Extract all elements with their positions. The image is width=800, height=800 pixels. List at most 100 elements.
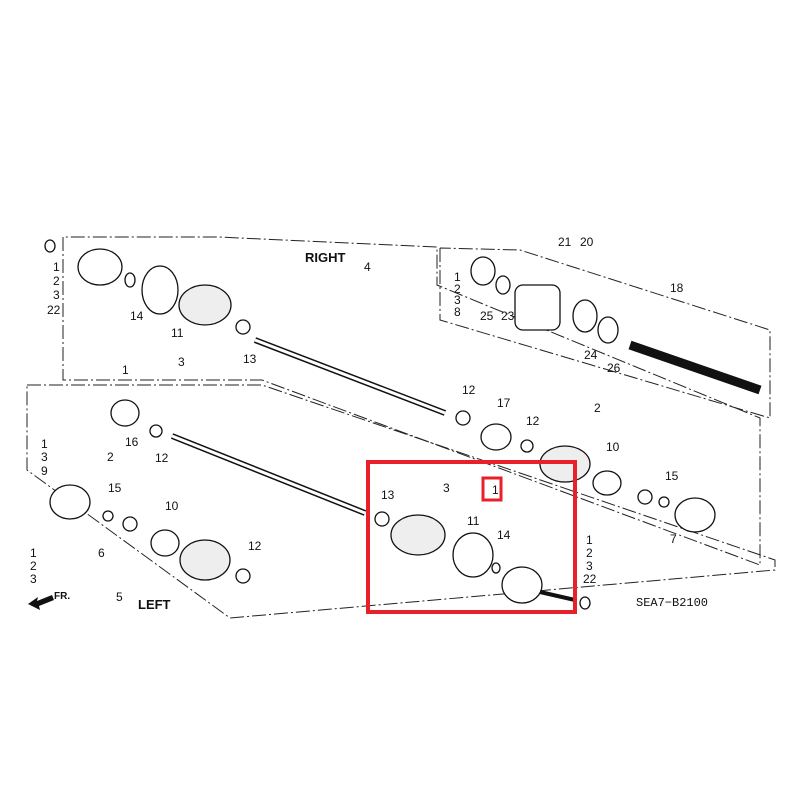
callout-1: 1 — [53, 260, 60, 274]
right-assembly-frame — [62, 236, 761, 566]
inner-joint-7 — [674, 497, 716, 533]
nut-22 — [579, 596, 591, 610]
callout-2: 2 — [454, 282, 461, 296]
highlight-box — [366, 460, 577, 614]
band-13 — [374, 511, 390, 527]
callout-13: 13 — [381, 488, 395, 502]
callout-26: 26 — [607, 361, 621, 375]
band-12d — [520, 439, 534, 453]
circlip-26 — [597, 316, 619, 344]
band-12c — [455, 410, 471, 426]
callout-3: 3 — [41, 450, 48, 464]
left-assembly-frame — [26, 384, 776, 619]
callout-12: 12 — [248, 539, 262, 553]
right-band-13 — [235, 319, 251, 335]
callout-12: 12 — [155, 451, 169, 465]
callout-2: 2 — [586, 546, 593, 560]
callout-1: 1 — [41, 437, 48, 451]
front-label: FR. — [54, 591, 70, 602]
damper-16 — [110, 399, 140, 427]
left-inner-joint — [49, 484, 91, 520]
callout-3: 3 — [30, 572, 37, 586]
callout-22: 22 — [583, 572, 597, 586]
section-label-left: LEFT — [138, 597, 171, 612]
left-boot — [179, 539, 231, 581]
right-nut — [44, 239, 56, 253]
right-band-11 — [141, 265, 179, 315]
callout-12: 12 — [462, 383, 476, 397]
callout-10: 10 — [606, 440, 620, 454]
callout-20: 20 — [580, 235, 594, 249]
section-label-right: RIGHT — [305, 250, 346, 265]
bearing-24 — [572, 299, 598, 333]
callout-1: 1 — [30, 546, 37, 560]
damper-17 — [480, 423, 512, 451]
callout-11: 11 — [171, 326, 184, 340]
callout-9: 9 — [41, 464, 48, 478]
callout-1: 1 — [586, 533, 593, 547]
callout-17: 17 — [497, 396, 511, 410]
callout-2: 2 — [53, 274, 60, 288]
callout-7: 7 — [670, 532, 677, 546]
callout-5: 5 — [116, 590, 123, 604]
callout-3: 3 — [586, 559, 593, 573]
callout-1: 1 — [454, 270, 461, 284]
right-boot — [178, 284, 232, 326]
callout-10: 10 — [165, 499, 179, 513]
outer-boot-3 — [390, 514, 446, 556]
callout-16: 16 — [125, 435, 139, 449]
callout-8: 8 — [454, 305, 461, 319]
right-hub-frame — [439, 247, 771, 419]
callout-1: 1 — [122, 363, 129, 377]
left-shaft-inner — [171, 434, 366, 515]
callout-3: 3 — [53, 288, 60, 302]
left-band-12b — [235, 568, 251, 584]
callout-21: 21 — [558, 235, 572, 249]
left-band-12a — [149, 424, 163, 438]
callout-3: 3 — [454, 293, 461, 307]
band-10 — [592, 470, 622, 496]
callout-2: 2 — [107, 450, 114, 464]
callout-22: 22 — [47, 303, 61, 317]
left-band-10 — [150, 529, 180, 557]
callout-4: 4 — [364, 260, 371, 274]
hub-ring-23 — [495, 275, 511, 295]
callout-23: 23 — [501, 309, 515, 323]
callout-6: 6 — [98, 546, 105, 560]
callout-3: 3 — [443, 481, 450, 495]
left-spider — [122, 516, 138, 532]
callout-13: 13 — [243, 352, 257, 366]
ring-15 — [658, 496, 670, 508]
callout-15: 15 — [108, 481, 122, 495]
right-outer-joint — [77, 248, 123, 286]
callout-11: 11 — [467, 514, 480, 528]
callout-18: 18 — [670, 281, 684, 295]
right-shaft-inner — [254, 338, 446, 415]
callout-1: 1 — [492, 483, 499, 497]
callout-25: 25 — [480, 309, 494, 323]
bearing-support — [514, 284, 561, 331]
ring-14 — [491, 562, 501, 574]
callout-14: 14 — [497, 528, 511, 542]
spider-7 — [637, 489, 653, 505]
intermediate-shaft-18 — [628, 340, 762, 395]
callout-2: 2 — [594, 401, 601, 415]
left-ring-15 — [102, 510, 114, 522]
callout-2: 2 — [30, 559, 37, 573]
band-11 — [452, 532, 494, 578]
callout-24: 24 — [584, 348, 598, 362]
callout-14: 14 — [130, 309, 144, 323]
outer-joint-stub — [539, 590, 576, 602]
callout-3: 3 — [178, 355, 185, 369]
callout-12: 12 — [526, 414, 540, 428]
outer-joint-1 — [501, 566, 543, 604]
front-arrow-icon — [28, 595, 54, 610]
right-band-14 — [124, 272, 136, 288]
callout-15: 15 — [665, 469, 679, 483]
hub-ring-25 — [470, 256, 496, 286]
highlight-callout-box — [481, 476, 503, 502]
diagram-code: SEA7−B2100 — [636, 596, 708, 610]
